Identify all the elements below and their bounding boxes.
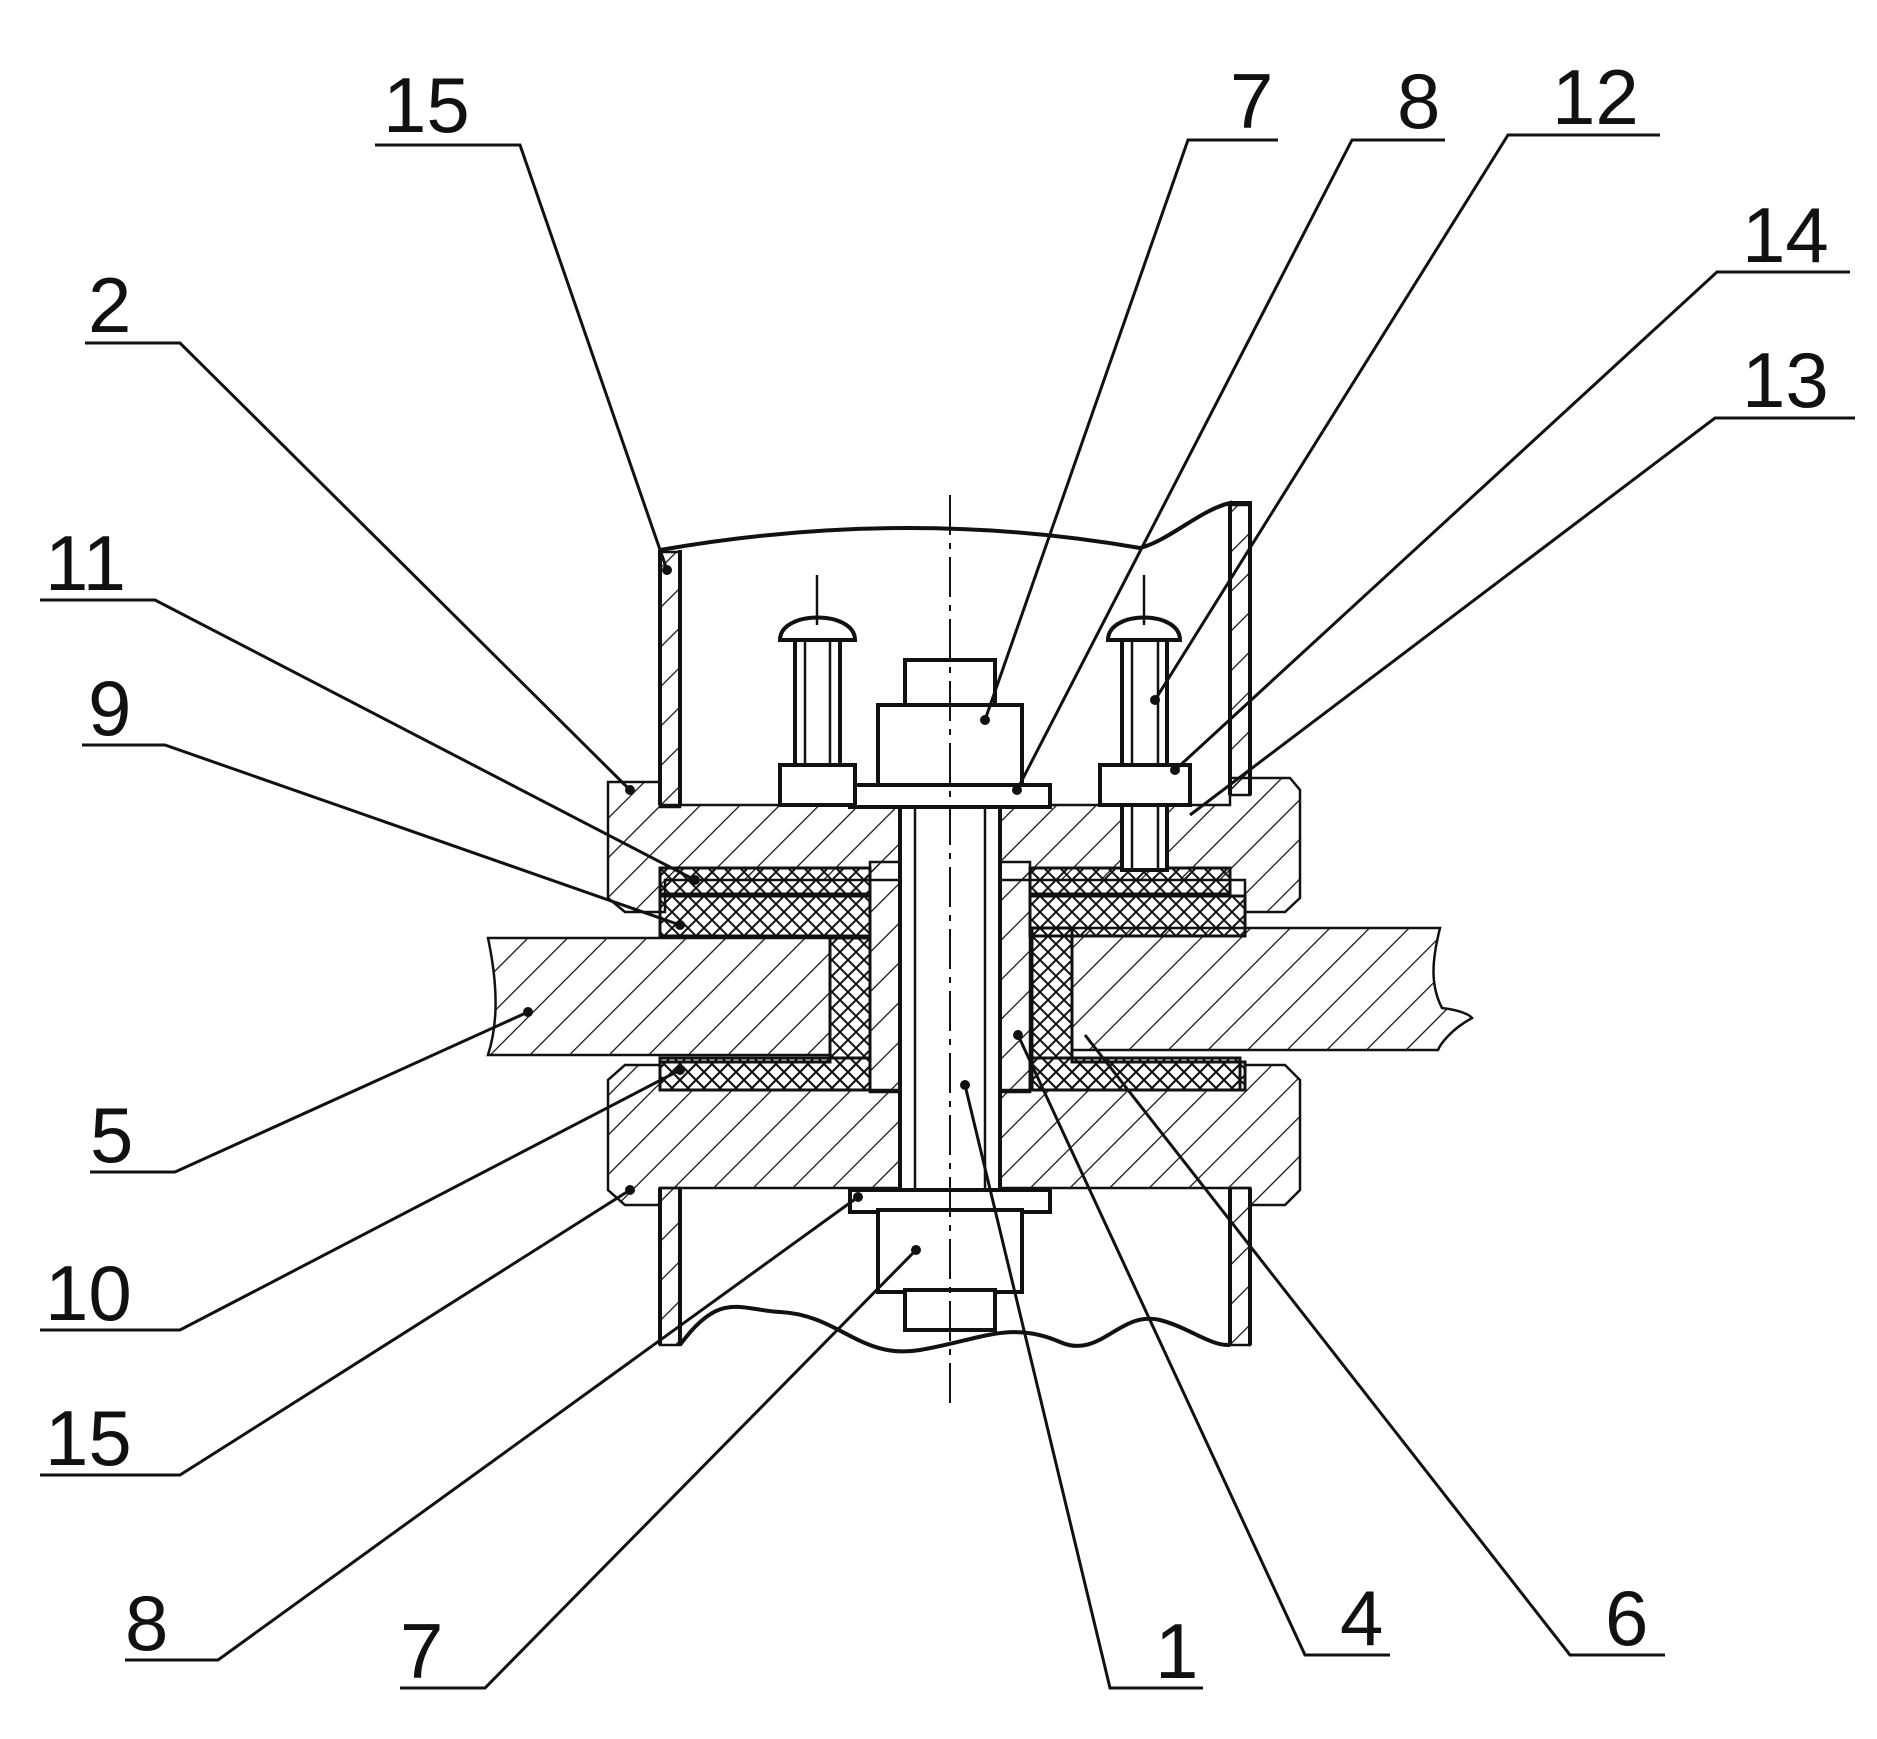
center-plate-left (486, 936, 832, 1057)
label-6: 6 (1605, 1574, 1648, 1662)
bushing-left (868, 860, 902, 1094)
leader-lines (40, 133, 1855, 1690)
label-15-top: 15 (383, 61, 470, 149)
label-11: 11 (45, 519, 126, 607)
label-10: 10 (45, 1249, 132, 1337)
lower-right-wall (1228, 1186, 1252, 1347)
upper-right-wall (1228, 503, 1252, 797)
bushing-right (998, 860, 1032, 1094)
label-4: 4 (1340, 1574, 1383, 1662)
label-15-bottom: 15 (45, 1394, 132, 1482)
left-screw (777, 575, 858, 807)
label-dots (523, 565, 1180, 1255)
center-plate-right (1070, 926, 1474, 1052)
upper-left-wall (658, 550, 682, 809)
lower-left-wall (658, 1186, 682, 1347)
lower-right-gasket-10 (1028, 1056, 1242, 1092)
upper-left-gasket-9 (658, 894, 872, 938)
label-7-top: 7 (1230, 57, 1273, 145)
label-2: 2 (88, 261, 131, 349)
label-7-bottom: 7 (400, 1607, 443, 1695)
label-9: 9 (88, 664, 131, 752)
lower-left-gasket-10 (658, 1056, 872, 1092)
label-12: 12 (1552, 53, 1639, 141)
label-5: 5 (90, 1091, 133, 1179)
label-1: 1 (1155, 1607, 1198, 1695)
part-labels: 15 7 8 12 14 13 2 11 9 5 10 15 8 7 1 4 6 (45, 53, 1829, 1695)
label-13: 13 (1742, 336, 1829, 424)
label-14: 14 (1742, 191, 1829, 279)
label-8-top: 8 (1397, 57, 1440, 145)
label-8-bottom: 8 (125, 1579, 168, 1667)
